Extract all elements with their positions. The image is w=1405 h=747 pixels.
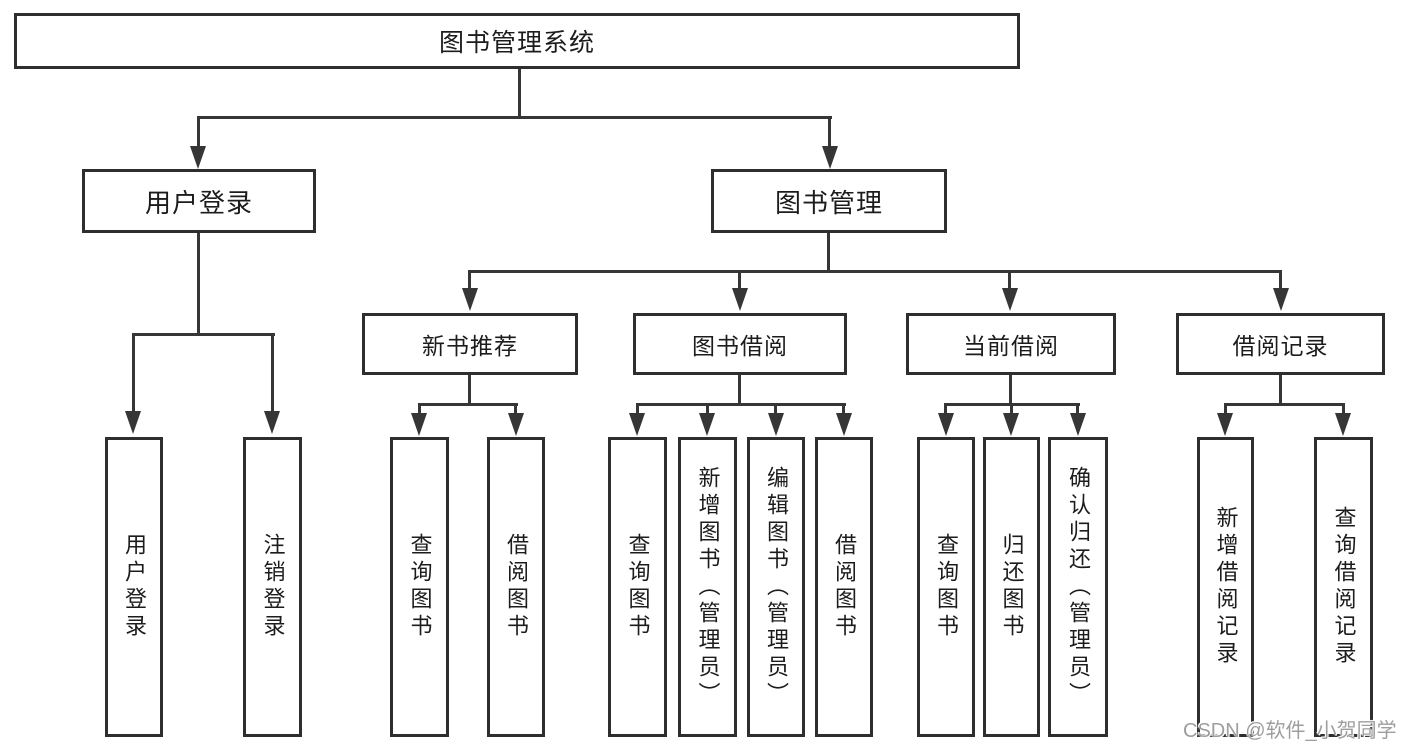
leaf-add-borrow-record-label: 新增借阅记录: [1213, 506, 1239, 668]
arrow-head-icon: [699, 413, 715, 436]
edge-line: [197, 116, 200, 148]
arrow-head-icon: [190, 146, 206, 169]
leaf-confirm-return-admin: 确认归还（管理员）: [1048, 437, 1108, 737]
leaf-confirm-return-admin-label: 确认归还（管理员）: [1066, 465, 1091, 709]
arrow-head-icon: [1003, 413, 1019, 436]
arrow-head-icon: [264, 411, 280, 434]
arrow-head-icon: [1217, 413, 1233, 436]
edge-line: [271, 333, 274, 412]
edge-line: [197, 116, 832, 119]
edge-line: [636, 403, 846, 406]
arrow-head-icon: [836, 413, 852, 436]
leaf-borrow-books-borrowing: 借阅图书: [815, 437, 873, 737]
leaf-return-books: 归还图书: [983, 437, 1040, 737]
edge-line: [468, 375, 471, 406]
arrow-head-icon: [411, 413, 427, 436]
leaf-query-books-borrowing-label: 查询图书: [625, 533, 651, 641]
arrow-head-icon: [732, 288, 748, 311]
arrow-head-icon: [1070, 413, 1086, 436]
edge-line: [514, 403, 517, 415]
leaf-edit-books-admin: 编辑图书（管理员）: [747, 437, 805, 737]
edge-line: [1010, 403, 1013, 415]
edge-line: [636, 403, 639, 415]
edge-line: [1279, 270, 1282, 290]
node-user-login: 用户登录: [82, 169, 316, 233]
leaf-logout: 注销登录: [243, 437, 302, 737]
leaf-query-borrow-record-label: 查询借阅记录: [1331, 506, 1357, 668]
node-book-borrowing: 图书借阅: [633, 313, 847, 375]
edge-line: [1279, 375, 1282, 406]
leaf-add-books-admin-label: 新增图书（管理员）: [695, 465, 721, 709]
leaf-query-borrow-record: 查询借阅记录: [1314, 437, 1373, 737]
leaf-query-books-recommend-label: 查询图书: [407, 533, 433, 641]
leaf-borrow-books-recommend-label: 借阅图书: [504, 533, 529, 641]
edge-line: [827, 233, 830, 273]
edge-line: [132, 333, 135, 412]
leaf-query-books-current: 查询图书: [917, 437, 975, 737]
node-library-management-system: 图书管理系统: [14, 13, 1020, 69]
leaf-borrow-books-recommend: 借阅图书: [487, 437, 545, 737]
edge-line: [944, 403, 947, 415]
leaf-query-books-borrowing: 查询图书: [608, 437, 667, 737]
leaf-user-login-label: 用户登录: [122, 533, 147, 641]
edge-line: [1009, 375, 1012, 406]
edge-line: [418, 403, 421, 415]
edge-line: [1076, 403, 1079, 415]
arrow-head-icon: [1335, 413, 1351, 436]
node-borrowing-records: 借阅记录: [1176, 313, 1385, 375]
arrow-head-icon: [1002, 288, 1018, 311]
leaf-query-books-current-label: 查询图书: [934, 533, 959, 641]
edge-line: [828, 116, 831, 148]
edge-line: [706, 403, 709, 415]
edge-line: [468, 270, 471, 290]
arrow-head-icon: [629, 413, 645, 436]
leaf-edit-books-admin-label: 编辑图书（管理员）: [764, 465, 789, 709]
edge-line: [842, 403, 845, 415]
arrow-head-icon: [1273, 288, 1289, 311]
node-book-management: 图书管理: [711, 169, 947, 233]
leaf-user-login: 用户登录: [105, 437, 163, 737]
arrow-head-icon: [768, 413, 784, 436]
csdn-watermark: CSDN @软件_小贺同学: [1183, 720, 1397, 742]
leaf-logout-label: 注销登录: [260, 533, 286, 641]
edge-line: [468, 270, 1282, 273]
arrow-head-icon: [938, 413, 954, 436]
edge-line: [1008, 270, 1011, 290]
leaf-borrow-books-borrowing-label: 借阅图书: [832, 533, 857, 641]
leaf-query-books-recommend: 查询图书: [390, 437, 449, 737]
arrow-head-icon: [508, 413, 524, 436]
leaf-return-books-label: 归还图书: [999, 533, 1025, 641]
edge-line: [197, 233, 200, 336]
edge-line: [738, 270, 741, 290]
leaf-add-books-admin: 新增图书（管理员）: [678, 437, 737, 737]
edge-line: [518, 69, 521, 118]
edge-line: [1342, 403, 1345, 415]
edge-line: [1224, 403, 1345, 406]
arrow-head-icon: [822, 146, 838, 169]
edge-line: [1224, 403, 1227, 415]
edge-line: [738, 375, 741, 406]
node-new-book-recommendation: 新书推荐: [362, 313, 578, 375]
edge-line: [132, 333, 275, 336]
arrow-head-icon: [125, 411, 141, 434]
edge-line: [418, 403, 518, 406]
leaf-add-borrow-record: 新增借阅记录: [1197, 437, 1254, 737]
node-current-borrowing: 当前借阅: [906, 313, 1116, 375]
edge-line: [774, 403, 777, 415]
arrow-head-icon: [462, 288, 478, 311]
